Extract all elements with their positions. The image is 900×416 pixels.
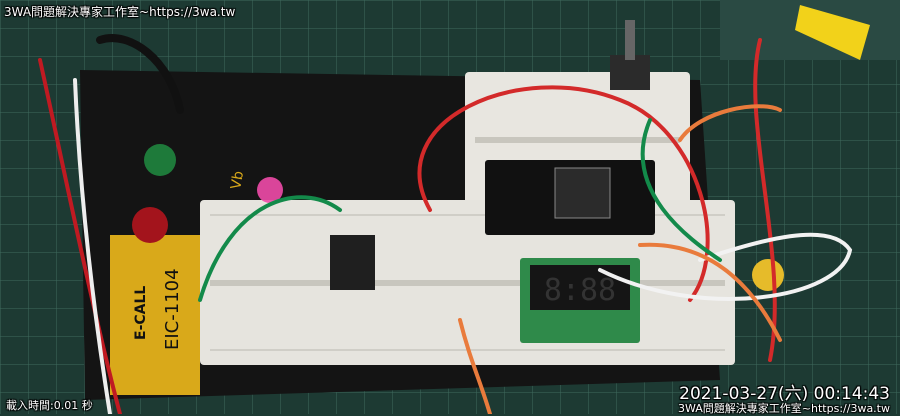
load-time: 載入時間:0.01 秒	[6, 399, 93, 412]
green-terminal	[144, 144, 176, 176]
timestamp: 2021-03-27(六) 00:14:43	[679, 384, 890, 404]
red-terminal	[132, 207, 168, 243]
wires	[38, 34, 853, 414]
push-button	[752, 259, 784, 291]
watermark-top: 3WA問題解決專家工作室~https://3wa.tw	[4, 5, 236, 19]
board-label-vb: Vb	[228, 170, 247, 191]
display-window	[530, 265, 630, 310]
board-label-model: EIC-1104	[162, 268, 183, 350]
board-label-brand: E-CALL	[133, 286, 149, 340]
relay	[330, 235, 375, 290]
wifi-module	[554, 167, 611, 219]
potentiometer-shaft	[625, 20, 635, 60]
watermark-bottom: 3WA問題解決專家工作室~https://3wa.tw	[678, 402, 890, 415]
potentiometer	[610, 55, 650, 90]
display-digits: 8:88	[544, 273, 616, 308]
led	[257, 177, 283, 203]
board-label-plate	[110, 235, 200, 395]
yellow-tool	[795, 5, 870, 60]
